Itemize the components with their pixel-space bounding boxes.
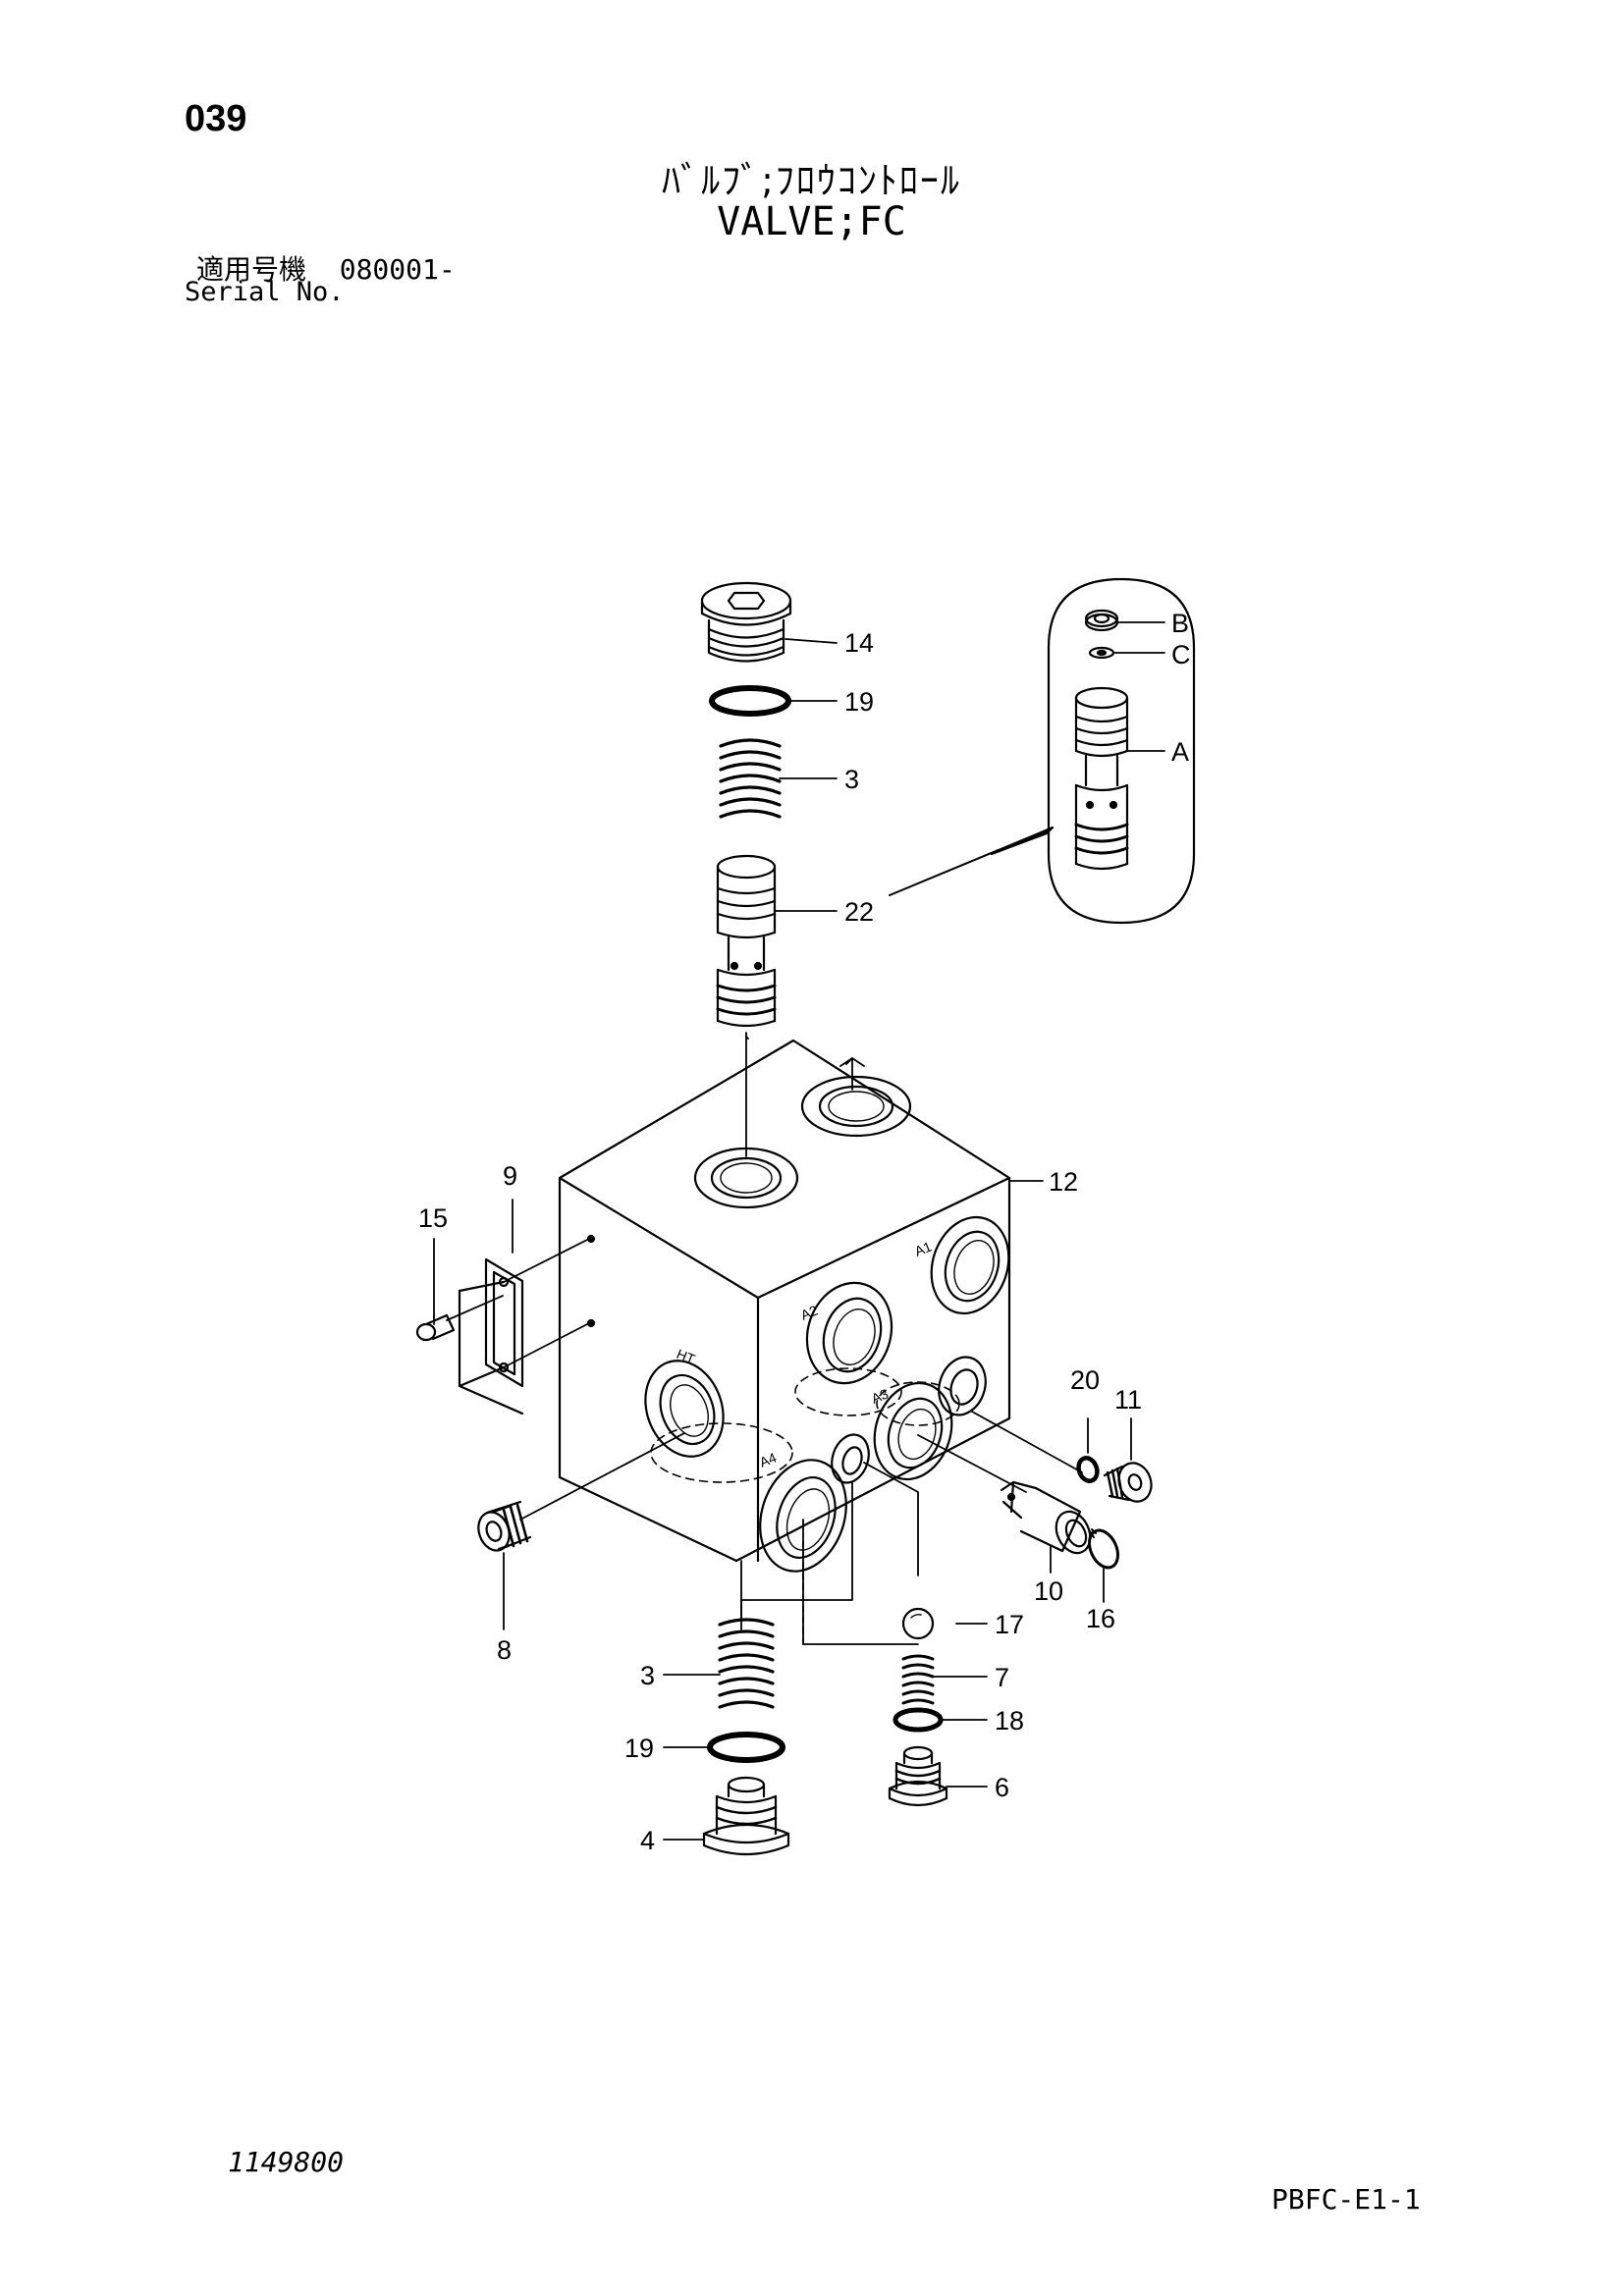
plug-4 xyxy=(702,1776,790,1856)
callout-17: 17 xyxy=(995,1610,1024,1639)
callout-14: 14 xyxy=(844,628,874,658)
port-label-a1: A1 xyxy=(912,1238,934,1258)
callout-10: 10 xyxy=(1034,1576,1063,1606)
title-english: VALVE;FC xyxy=(717,199,906,244)
callout-7: 7 xyxy=(995,1663,1009,1692)
port-label-a4: A4 xyxy=(757,1449,779,1469)
callout-22: 22 xyxy=(844,897,874,927)
port-label-ht: HT xyxy=(675,1346,698,1367)
detail-view-capsule xyxy=(1047,577,1196,925)
document-code: PBFC-E1-1 xyxy=(1271,2183,1421,2216)
page-number: 039 xyxy=(185,98,247,139)
valve-body-12 xyxy=(558,1039,1011,1573)
plug-6 xyxy=(888,1745,948,1807)
o-ring-18 xyxy=(893,1707,944,1733)
screw-15 xyxy=(415,1313,456,1342)
document-number: 1149800 xyxy=(228,2146,345,2178)
callout-15: 15 xyxy=(418,1203,448,1233)
callout-19-top: 19 xyxy=(844,687,874,717)
callout-C: C xyxy=(1171,640,1191,669)
callout-8: 8 xyxy=(497,1635,512,1665)
title-japanese: ﾊﾞﾙﾌﾞ;ﾌﾛｳｺﾝﾄﾛｰﾙ xyxy=(662,159,961,202)
port-label-a2: A2 xyxy=(798,1302,820,1322)
plug-8 xyxy=(477,1500,532,1552)
o-ring-19-bottom xyxy=(707,1732,785,1763)
serial-japanese: 適用号機 080001- xyxy=(196,253,456,286)
callout-6: 6 xyxy=(995,1773,1009,1802)
plug-11 xyxy=(1103,1462,1153,1503)
ball-17 xyxy=(901,1607,935,1640)
callout-9: 9 xyxy=(503,1161,517,1191)
spring-3-bottom xyxy=(718,1618,775,1709)
detail-leader-arrow xyxy=(990,826,1055,856)
plug-14 xyxy=(700,581,792,663)
callout-19-bottom: 19 xyxy=(624,1734,654,1763)
spring-3-top xyxy=(719,738,782,819)
spring-7 xyxy=(901,1654,935,1705)
callout-11: 11 xyxy=(1114,1385,1142,1415)
callout-16: 16 xyxy=(1086,1604,1115,1633)
callout-3-top: 3 xyxy=(844,765,859,794)
callout-12: 12 xyxy=(1049,1167,1078,1197)
callout-3-bottom: 3 xyxy=(640,1661,655,1690)
callout-4: 4 xyxy=(640,1826,655,1855)
callout-18: 18 xyxy=(995,1706,1024,1735)
serial-english: Serial No. xyxy=(185,277,345,307)
o-ring-19-top xyxy=(709,685,791,717)
plate-9 xyxy=(458,1257,524,1415)
circlip-16 xyxy=(1087,1528,1120,1570)
o-ring-20 xyxy=(1076,1456,1100,1483)
cartridge-10 xyxy=(1000,1480,1092,1555)
callout-A: A xyxy=(1171,737,1189,767)
callout-B: B xyxy=(1171,609,1189,638)
spool-22 xyxy=(716,854,777,1028)
port-label-a3: A3 xyxy=(869,1385,891,1406)
callout-20: 20 xyxy=(1070,1365,1100,1395)
